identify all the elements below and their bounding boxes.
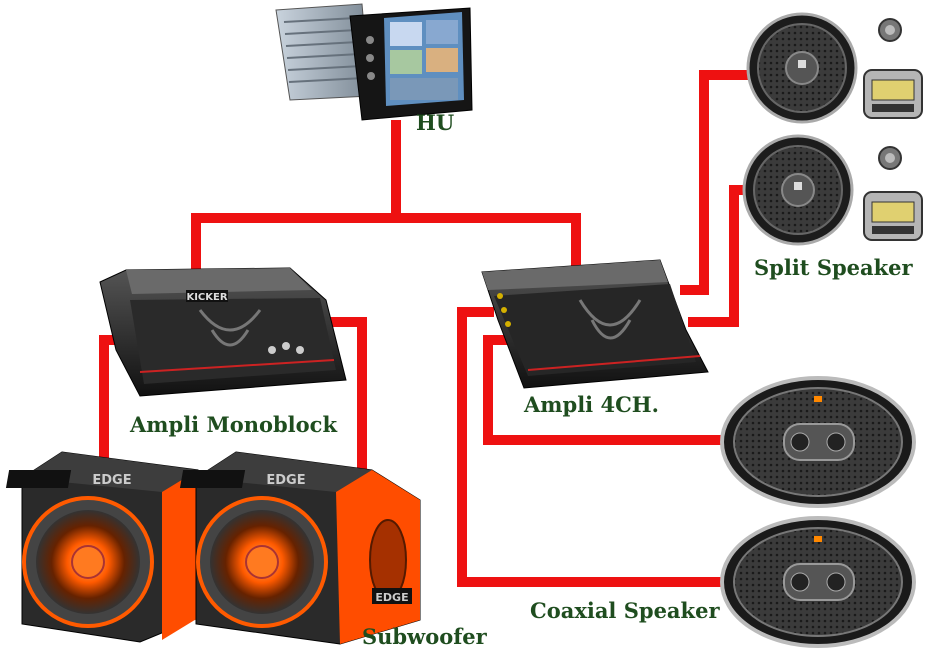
ampli-4ch-label: Ampli 4CH. xyxy=(524,392,659,417)
coaxial-speaker-bottom xyxy=(722,518,914,646)
split-speaker-label: Split Speaker xyxy=(754,255,913,280)
split-speaker-tweeter-top xyxy=(879,19,901,41)
ampli-monoblock-label: Ampli Monoblock xyxy=(130,412,337,437)
amp-brand-label: KICKER xyxy=(186,292,227,303)
ampli-4ch-device xyxy=(482,260,708,388)
wire-hu-to-4ch xyxy=(396,218,576,268)
coaxial-speaker-top xyxy=(722,378,914,506)
wire-4ch-to-split-bottom xyxy=(688,190,748,322)
hu-label: HU xyxy=(416,110,454,135)
subwoofer-right: EDGE EDGE xyxy=(180,452,420,644)
sub-right-brand: EDGE xyxy=(266,473,305,488)
ampli-monoblock-device: KICKER xyxy=(100,268,346,396)
split-speaker-crossover-bottom xyxy=(864,192,922,240)
subwoofer-label: Subwoofer xyxy=(362,624,487,649)
sub-left-brand: EDGE xyxy=(92,473,131,488)
split-speaker-woofer-bottom xyxy=(744,136,852,244)
head-unit xyxy=(276,4,472,120)
wire-4ch-to-split-top xyxy=(680,75,752,290)
sub-right-side-brand: EDGE xyxy=(375,591,408,604)
split-speaker-crossover-top xyxy=(864,70,922,118)
coaxial-speaker-label: Coaxial Speaker xyxy=(530,598,720,623)
subwoofer-left: EDGE xyxy=(6,452,198,642)
split-speaker-woofer-top xyxy=(748,14,856,122)
split-speaker-tweeter-bottom xyxy=(879,147,901,169)
